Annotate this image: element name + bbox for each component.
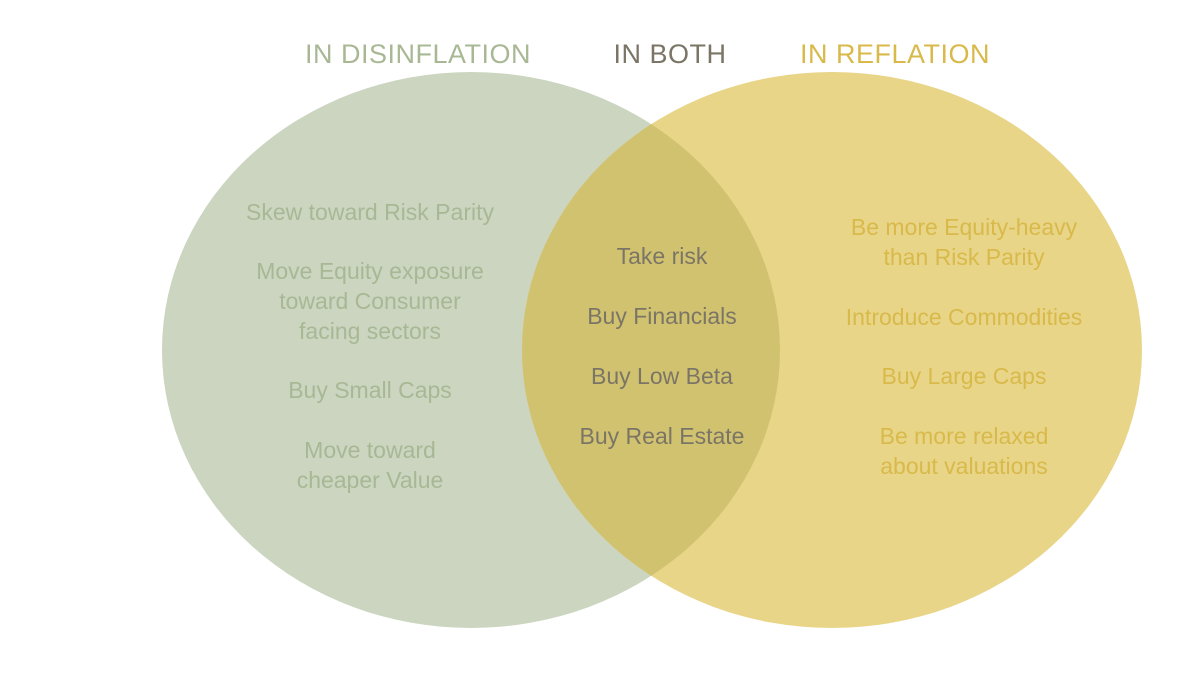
header-disinflation: IN DISINFLATION: [305, 39, 531, 69]
reflation-item: than Risk Parity: [883, 244, 1045, 270]
disinflation-item: Skew toward Risk Parity: [246, 199, 494, 225]
reflation-item: about valuations: [880, 453, 1048, 479]
both-item: Buy Low Beta: [591, 363, 733, 389]
overlap-region: [522, 72, 780, 628]
both-item: Buy Financials: [587, 303, 737, 329]
disinflation-item: Move toward: [304, 437, 436, 463]
both-item: Buy Real Estate: [580, 423, 745, 449]
reflation-items: Be more Equity-heavy than Risk ParityIntr…: [846, 214, 1083, 479]
disinflation-item: Buy Small Caps: [288, 377, 452, 403]
header-reflation: IN REFLATION: [800, 39, 990, 69]
reflation-item: Buy Large Caps: [882, 363, 1047, 389]
reflation-item: Be more Equity-heavy: [851, 214, 1078, 240]
both-item: Take risk: [617, 243, 708, 269]
reflation-item: Be more relaxed: [880, 423, 1049, 449]
reflation-item: Introduce Commodities: [846, 304, 1083, 330]
disinflation-item: cheaper Value: [297, 467, 444, 493]
disinflation-item: toward Consumer: [279, 288, 461, 314]
disinflation-item: Move Equity exposure: [256, 258, 484, 284]
disinflation-item: facing sectors: [299, 318, 441, 344]
header-both: IN BOTH: [613, 39, 726, 69]
